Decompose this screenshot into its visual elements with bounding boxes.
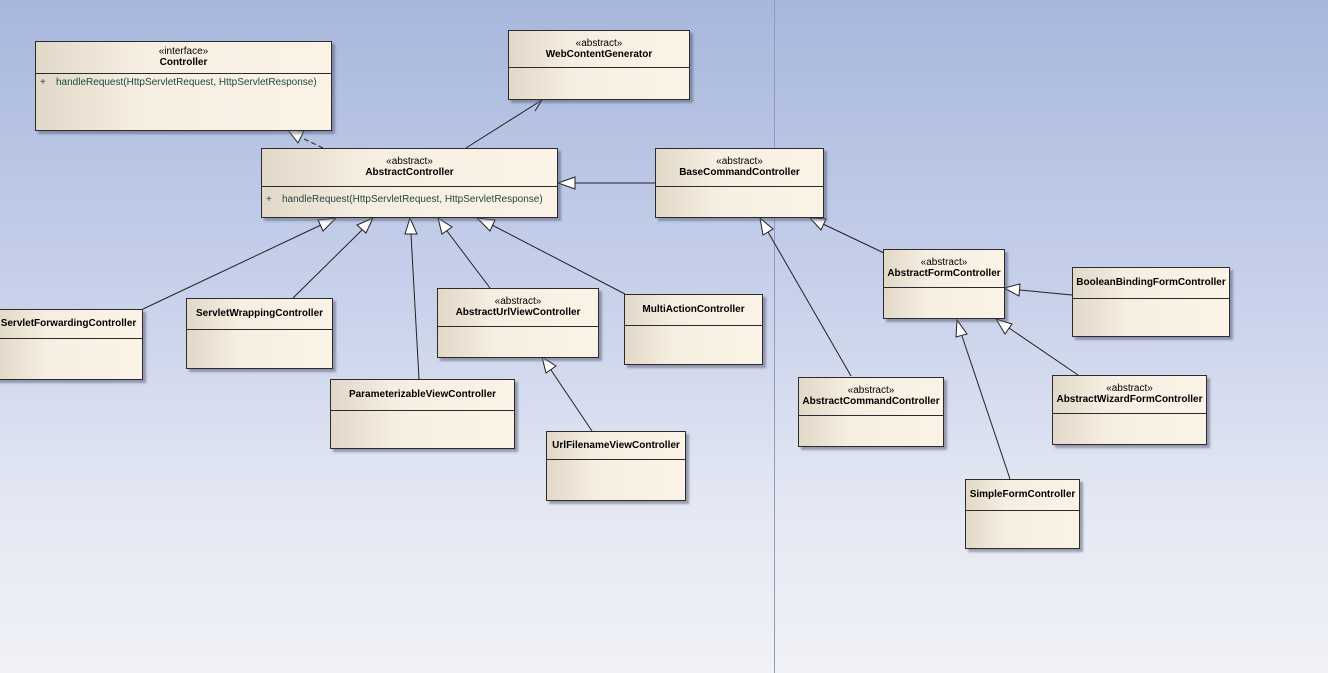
class-header: «abstract» AbstractUrlViewController — [438, 289, 598, 327]
class-servlet-forwarding-controller[interactable]: ServletForwardingController — [0, 309, 143, 380]
class-name: ServletWrappingController — [195, 308, 324, 319]
realization-abstract-controller-to-controller[interactable] — [286, 129, 324, 149]
generalization-simple-form-controller[interactable] — [955, 318, 1011, 480]
class-name: AbstractController — [365, 167, 454, 178]
generalization-multi-action-controller[interactable] — [475, 217, 626, 295]
stereotype-label: «abstract» — [1106, 383, 1153, 394]
class-name: AbstractWizardFormController — [1056, 394, 1203, 405]
class-header: «abstract» AbstractCommandController — [799, 378, 943, 416]
generalization-servlet-wrapping-controller[interactable] — [292, 217, 375, 299]
visibility-marker: + — [266, 194, 272, 205]
visibility-marker: + — [40, 77, 46, 88]
class-header: UrlFilenameViewController — [547, 432, 685, 460]
class-servlet-wrapping-controller[interactable]: ServletWrappingController — [186, 298, 333, 369]
class-header: «abstract» WebContentGenerator — [509, 31, 689, 68]
class-multi-action-controller[interactable]: MultiActionController — [624, 294, 763, 365]
class-header: «interface» Controller — [36, 42, 331, 74]
association-abstract-controller-to-web-content-generator[interactable] — [465, 98, 543, 149]
stereotype-label: «abstract» — [575, 38, 623, 49]
class-header: ParameterizableViewController — [331, 380, 514, 411]
generalization-base-command-controller[interactable] — [556, 176, 655, 190]
generalization-parameterizable-view-controller[interactable] — [404, 216, 420, 380]
class-abstract-wizard-form-controller[interactable]: «abstract» AbstractWizardFormController — [1052, 375, 1207, 445]
operations-compartment: + handleRequest(HttpServletRequest, HttpS… — [36, 74, 331, 89]
class-abstract-form-controller[interactable]: «abstract» AbstractFormController — [883, 249, 1005, 319]
stereotype-label: «abstract» — [386, 156, 433, 167]
class-name: BaseCommandController — [679, 167, 800, 178]
class-name: SimpleFormController — [969, 489, 1076, 500]
generalization-boolean-binding-form-controller[interactable] — [1002, 283, 1073, 297]
generalization-abstract-command-controller[interactable] — [759, 216, 852, 377]
stereotype-label: «abstract» — [494, 296, 542, 307]
stereotype-label: «abstract» — [716, 156, 763, 167]
class-name: Controller — [159, 57, 208, 68]
operation-signature: handleRequest(HttpServletRequest, HttpSe… — [56, 77, 317, 88]
class-header: ServletForwardingController — [0, 310, 142, 339]
generalization-servlet-forwarding-controller[interactable] — [142, 217, 338, 310]
class-abstract-command-controller[interactable]: «abstract» AbstractCommandController — [798, 377, 944, 447]
class-abstract-url-view-controller[interactable]: «abstract» AbstractUrlViewController — [437, 288, 599, 358]
class-base-command-controller[interactable]: «abstract» BaseCommandController — [655, 148, 824, 218]
class-abstract-controller[interactable]: «abstract» AbstractController + handleReq… — [261, 148, 558, 218]
class-name: UrlFilenameViewController — [552, 439, 680, 451]
class-header: «abstract» BaseCommandController — [656, 149, 823, 187]
class-header: SimpleFormController — [966, 480, 1079, 511]
generalization-url-filename-view-controller[interactable] — [541, 355, 593, 432]
class-header: ServletWrappingController — [187, 299, 332, 330]
class-name: AbstractFormController — [887, 268, 1001, 279]
class-name: BooleanBindingFormController — [1076, 277, 1226, 288]
class-header: «abstract» AbstractWizardFormController — [1053, 376, 1206, 414]
operation-signature: handleRequest(HttpServletRequest, HttpSe… — [282, 194, 543, 205]
class-controller[interactable]: «interface» Controller + handleRequest(Ht… — [35, 41, 332, 131]
class-parameterizable-view-controller[interactable]: ParameterizableViewController — [330, 379, 515, 449]
generalization-abstract-url-view-controller[interactable] — [437, 216, 491, 289]
class-header: BooleanBindingFormController — [1073, 268, 1229, 299]
class-name: MultiActionController — [642, 304, 745, 315]
class-name: ParameterizableViewController — [348, 389, 497, 400]
class-header: «abstract» AbstractController — [262, 149, 557, 187]
class-url-filename-view-controller[interactable]: UrlFilenameViewController — [546, 431, 686, 501]
class-simple-form-controller[interactable]: SimpleFormController — [965, 479, 1080, 549]
generalization-abstract-form-controller[interactable] — [808, 217, 885, 254]
stereotype-label: «abstract» — [847, 385, 895, 396]
class-web-content-generator[interactable]: «abstract» WebContentGenerator — [508, 30, 690, 100]
generalization-abstract-wizard-form-controller[interactable] — [994, 318, 1079, 376]
class-name: AbstractUrlViewController — [455, 307, 581, 318]
class-header: MultiActionController — [625, 295, 762, 326]
class-name: WebContentGenerator — [545, 49, 653, 60]
class-name: AbstractCommandController — [802, 396, 940, 407]
class-header: «abstract» AbstractFormController — [884, 250, 1004, 288]
page-boundary-line — [774, 0, 775, 673]
stereotype-label: «interface» — [158, 46, 209, 57]
operations-compartment: + handleRequest(HttpServletRequest, HttpS… — [262, 187, 557, 206]
stereotype-label: «abstract» — [920, 257, 968, 268]
class-boolean-binding-form-controller[interactable]: BooleanBindingFormController — [1072, 267, 1230, 337]
class-name: ServletForwardingController — [0, 318, 137, 329]
